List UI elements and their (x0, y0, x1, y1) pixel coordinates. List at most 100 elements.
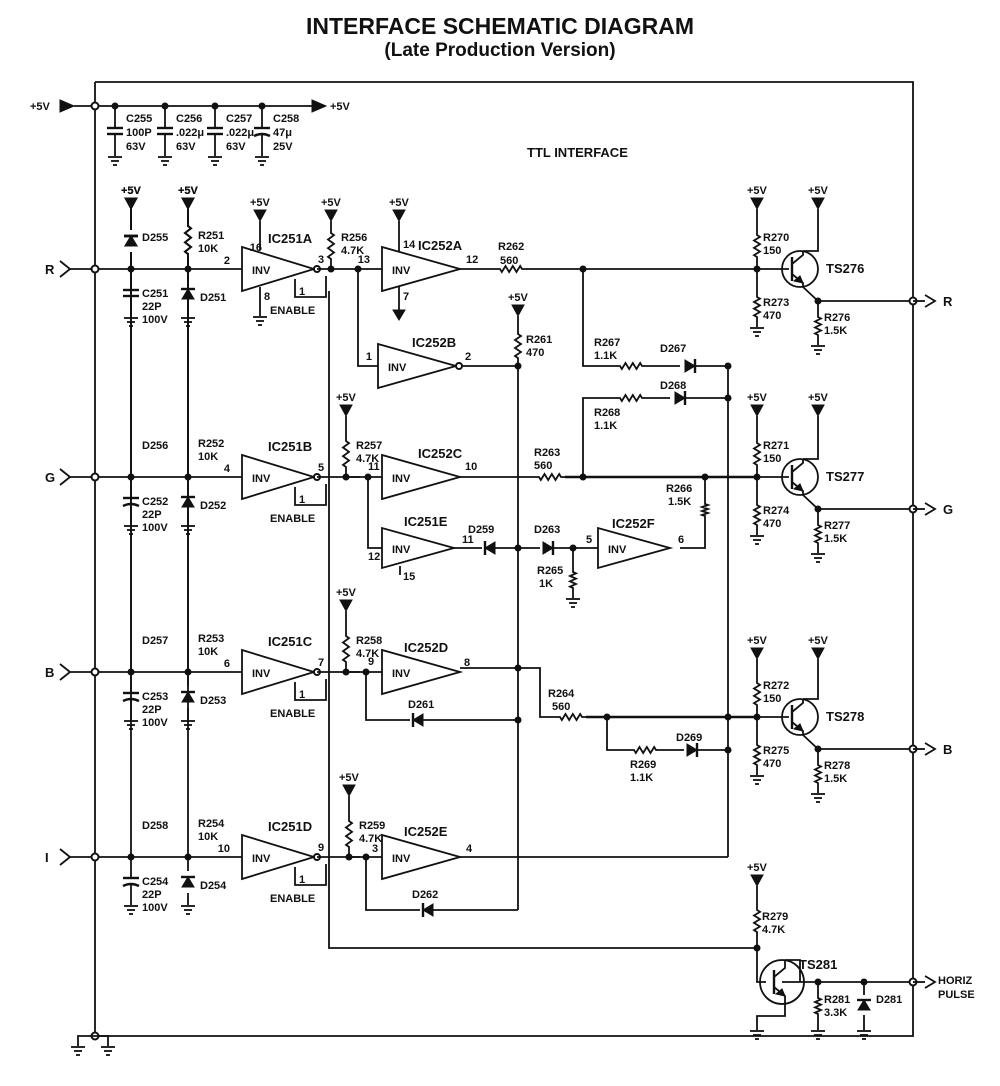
pin-label: 8 (464, 657, 470, 669)
diode-icon (484, 541, 496, 555)
r261-value: 470 (526, 347, 544, 359)
resistor-value: 1.5K (824, 773, 847, 785)
cap-rating: 63V (176, 141, 196, 153)
pin-label: 9 (368, 656, 374, 668)
resistor-icon (567, 568, 579, 592)
pin-label: 4 (224, 463, 231, 475)
pin-label: 10 (465, 461, 477, 473)
supply-label: +5V (747, 862, 768, 874)
pin-label: 9 (318, 842, 324, 854)
ic252e-gate (381, 833, 464, 881)
supply-arrow-icon (811, 197, 825, 211)
pullup-ref: R259 (359, 820, 385, 832)
cap-ref: C258 (273, 113, 299, 125)
r267-ref: R267 (594, 337, 620, 349)
supply-arrow-icon (339, 599, 353, 613)
resistor-icon (752, 501, 762, 529)
ic-label: IC252F (612, 516, 655, 531)
wire (365, 857, 420, 911)
supply-label: +5V (178, 185, 199, 197)
ic252c-gate (381, 453, 464, 501)
emitter-arrow-icon (792, 723, 804, 732)
series-value: 560 (500, 255, 518, 267)
resistor-icon (344, 817, 354, 851)
diode-label: D257 (142, 635, 168, 647)
resistor-ref: R271 (763, 440, 789, 452)
r265-value: 1K (539, 578, 553, 590)
r269-value: 1.1K (630, 772, 653, 784)
wire (294, 679, 327, 701)
wire (518, 667, 556, 718)
ic-label: IC251C (268, 634, 313, 649)
resistor-ref: R277 (824, 520, 850, 532)
resistor-value: 150 (763, 245, 781, 257)
series-ref: R263 (534, 447, 560, 459)
input-port-icon (59, 848, 72, 866)
enable-label: ENABLE (270, 513, 315, 525)
supply-arrow-icon (811, 404, 825, 418)
supply-label: +5V (808, 185, 829, 197)
resistor-icon (616, 393, 646, 403)
r269-ref: R269 (630, 759, 656, 771)
r266-value: 1.5K (668, 496, 691, 508)
wire (294, 484, 327, 506)
supply-label: +5V (250, 197, 271, 209)
supply-label: +5V (336, 587, 357, 599)
junction-dot (161, 102, 169, 110)
cap-value: 22P (142, 704, 162, 716)
ic-label: IC251E (404, 514, 448, 529)
supply-arrow-icon (253, 209, 267, 223)
resistor-icon (496, 264, 526, 274)
r281-ref: R281 (824, 994, 850, 1006)
cap-rating: 100V (142, 314, 168, 326)
ic252f-gate (597, 526, 674, 570)
resistor-icon (556, 712, 586, 722)
diode-icon (684, 359, 696, 373)
cap-rating: 63V (226, 141, 246, 153)
input-port-label: B (45, 665, 54, 680)
diode-label: D252 (200, 500, 226, 512)
transistor-collector (773, 960, 786, 978)
series-ref: R264 (548, 688, 575, 700)
junction-dot (514, 544, 522, 552)
pin-label: 8 (264, 291, 270, 303)
output-port-icon (924, 742, 937, 756)
pin-label: 7 (403, 291, 409, 303)
resistor-icon (812, 521, 824, 547)
d261-label: D261 (408, 699, 434, 711)
inverter-bubble (455, 362, 463, 370)
cap-value: 22P (142, 301, 162, 313)
pullup-ref: R256 (341, 232, 367, 244)
resistor-icon (752, 439, 762, 469)
d262-label: D262 (412, 889, 438, 901)
series-ref: R262 (498, 241, 524, 253)
diode-icon (422, 903, 434, 917)
cap-ref: C254 (142, 876, 169, 888)
inv-label: INV (388, 362, 407, 374)
r261-ref: R261 (526, 334, 552, 346)
emitter-arrow-icon (792, 275, 804, 284)
ic251-gate (241, 245, 318, 293)
supply-label: +5V (336, 392, 357, 404)
cap-rating: 100V (142, 522, 168, 534)
terminal-dot (90, 667, 100, 677)
resistor-value: 10K (198, 243, 218, 255)
supply-label: +5V (747, 392, 768, 404)
output-port-label: R (943, 294, 953, 309)
input-port-icon (59, 663, 72, 681)
resistor-value: 10K (198, 646, 218, 658)
diode-icon (857, 999, 871, 1011)
pin-label: 3 (372, 843, 378, 855)
supply-in-label: +5V (30, 101, 51, 113)
d269-label: D269 (676, 732, 702, 744)
supply-label: +5V (121, 185, 142, 197)
r279-ref: R279 (762, 911, 788, 923)
output-port-icon (924, 502, 937, 516)
supply-arrow-icon (750, 404, 764, 418)
cap-ref: C253 (142, 691, 168, 703)
inv-label: INV (392, 668, 411, 680)
cap-value: 100P (126, 127, 152, 139)
resistor-icon (616, 361, 646, 371)
inv-label: INV (252, 668, 271, 680)
wire (294, 276, 327, 298)
